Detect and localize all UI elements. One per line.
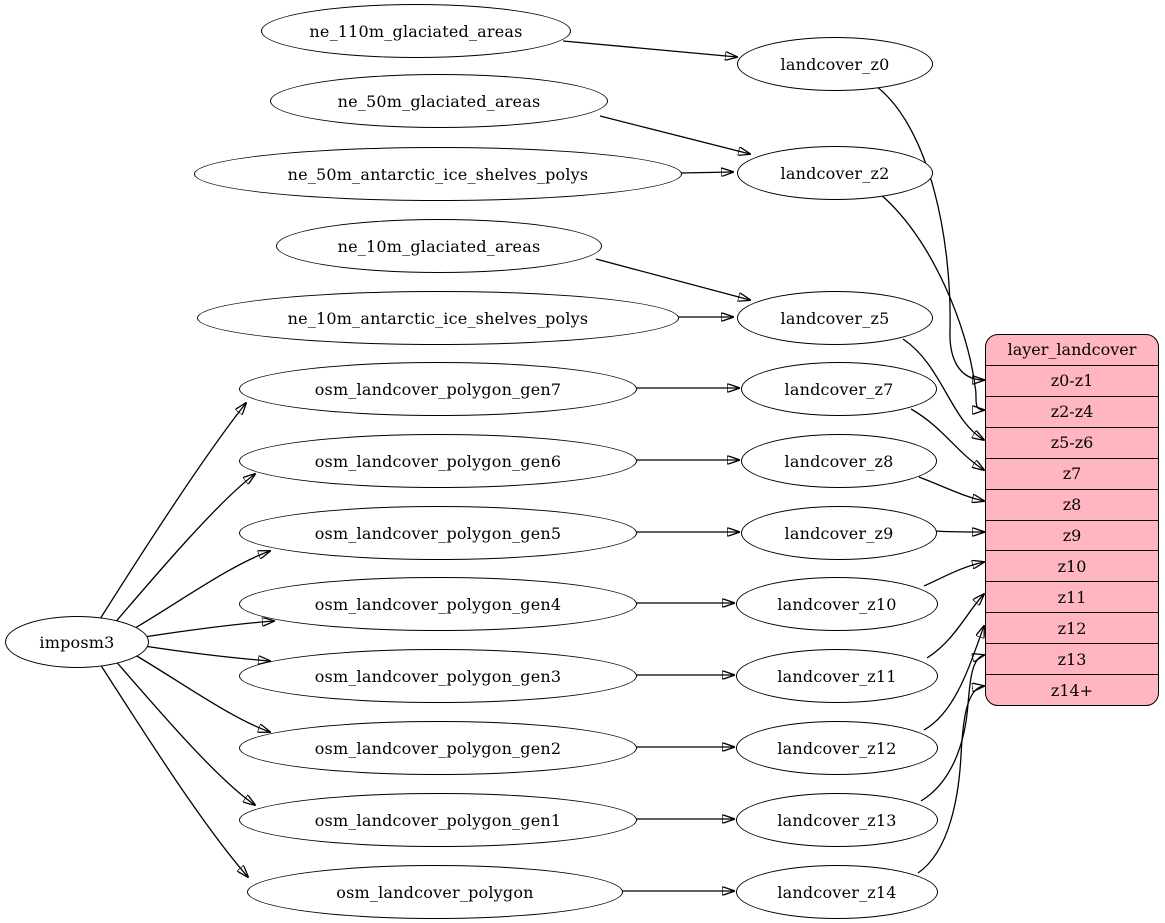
node-landcover_z11: landcover_z11 — [736, 649, 938, 703]
record-row-z5-z6: z5-z6 — [986, 426, 1158, 458]
edge-landcover_z5-row-z5-z6 — [902, 338, 984, 440]
edge-ne_50m_glaciated_areas-landcover_z2 — [599, 115, 750, 154]
record-title: layer_landcover — [1007, 340, 1137, 360]
record-row-z8: z8 — [986, 488, 1158, 520]
edge-landcover_z11-row-z11 — [926, 594, 984, 659]
node-landcover_z12: landcover_z12 — [736, 721, 938, 775]
node-osm_landcover_polygon_gen4: osm_landcover_polygon_gen4 — [239, 577, 637, 631]
edge-imposm3-osm_landcover_polygon_gen4 — [143, 621, 274, 638]
node-landcover_z13: landcover_z13 — [736, 793, 938, 847]
edge-imposm3-osm_landcover_polygon_gen3 — [143, 645, 270, 661]
node-landcover_z10: landcover_z10 — [736, 577, 938, 631]
node-osm_landcover_polygon_gen6: osm_landcover_polygon_gen6 — [239, 434, 637, 488]
edge-landcover_z0-row-z0-z1 — [875, 85, 984, 380]
edge-ne_10m_glaciated_areas-landcover_z5 — [595, 258, 750, 300]
node-osm_landcover_polygon: osm_landcover_polygon — [247, 865, 623, 919]
edge-ne_50m_antarctic_ice_shelves_polys-landcover_z2 — [679, 172, 733, 173]
node-layer_landcover: layer_landcover z0-z1 z2-z4 z5-z6 z7 z8 … — [985, 334, 1159, 706]
node-osm_landcover_polygon_gen5: osm_landcover_polygon_gen5 — [239, 506, 637, 560]
edge-ne_110m_glaciated_areas-landcover_z0 — [562, 40, 737, 57]
edge-landcover_z7-row-z7 — [910, 408, 984, 470]
node-ne_10m_antarctic_ice_shelves_polys: ne_10m_antarctic_ice_shelves_polys — [197, 291, 679, 345]
node-landcover_z7: landcover_z7 — [741, 362, 937, 416]
record-row-z13: z13 — [986, 643, 1158, 674]
record-row-z0-z1: z0-z1 — [986, 364, 1158, 396]
record-row-z12: z12 — [986, 612, 1158, 643]
node-landcover_z9: landcover_z9 — [741, 506, 937, 560]
edge-imposm3-osm_landcover_polygon_gen1 — [112, 657, 255, 805]
node-ne_10m_glaciated_areas: ne_10m_glaciated_areas — [276, 219, 602, 273]
record-row-z7: z7 — [986, 457, 1158, 489]
edge-landcover_z9-row-z9 — [934, 531, 984, 532]
node-imposm3: imposm3 — [5, 616, 149, 668]
edge-landcover_z13-row-z13 — [920, 655, 984, 802]
node-landcover_z5: landcover_z5 — [737, 291, 933, 345]
edge-imposm3-osm_landcover_polygon_gen5 — [129, 551, 270, 632]
node-osm_landcover_polygon_gen2: osm_landcover_polygon_gen2 — [239, 721, 637, 775]
node-landcover_z8: landcover_z8 — [741, 434, 937, 488]
record-row-z14plus: z14+ — [986, 674, 1158, 705]
node-ne_110m_glaciated_areas: ne_110m_glaciated_areas — [261, 4, 571, 58]
node-landcover_z0: landcover_z0 — [737, 37, 933, 91]
edge-imposm3-osm_landcover_polygon — [99, 663, 248, 877]
node-osm_landcover_polygon_gen7: osm_landcover_polygon_gen7 — [239, 362, 637, 416]
node-ne_50m_antarctic_ice_shelves_polys: ne_50m_antarctic_ice_shelves_polys — [194, 147, 682, 201]
edge-landcover_z12-row-z12 — [923, 626, 984, 731]
edge-imposm3-osm_landcover_polygon_gen2 — [129, 651, 270, 732]
node-osm_landcover_polygon_gen1: osm_landcover_polygon_gen1 — [239, 793, 637, 847]
record-row-z11: z11 — [986, 581, 1158, 612]
record-row-z10: z10 — [986, 550, 1158, 581]
edge-landcover_z2-row-z2-z4 — [878, 192, 984, 410]
node-ne_50m_glaciated_areas: ne_50m_glaciated_areas — [270, 74, 608, 128]
node-osm_landcover_polygon_gen3: osm_landcover_polygon_gen3 — [239, 649, 637, 703]
record-row-z2-z4: z2-z4 — [986, 395, 1158, 427]
node-landcover_z14: landcover_z14 — [736, 865, 938, 919]
edge-landcover_z8-row-z8 — [918, 476, 984, 501]
node-landcover_z2: landcover_z2 — [737, 146, 933, 200]
edge-imposm3-osm_landcover_polygon_gen7 — [99, 403, 246, 620]
edge-imposm3-osm_landcover_polygon_gen6 — [112, 474, 255, 626]
record-row-z9: z9 — [986, 519, 1158, 551]
edge-landcover_z10-row-z10 — [923, 562, 984, 587]
edge-landcover_z14-row-z14plus — [917, 686, 984, 874]
